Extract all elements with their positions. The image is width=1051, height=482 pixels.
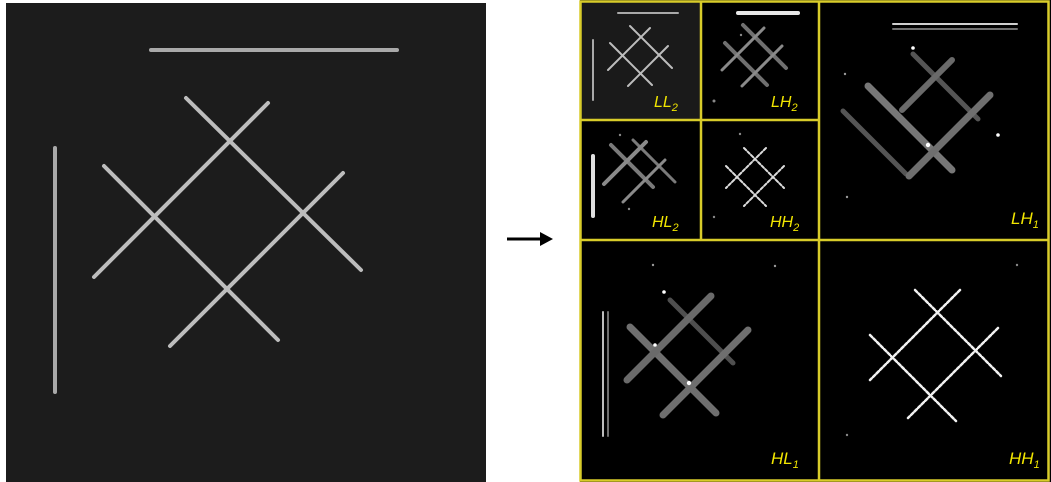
right-arrow-icon	[507, 232, 553, 246]
subband-hh2	[712, 132, 785, 219]
label-hh2-sub: 2	[792, 222, 799, 234]
label-lh1: LH1	[1011, 209, 1039, 231]
label-ll2: LL2	[654, 94, 678, 114]
label-hl1-sub: 1	[793, 459, 799, 471]
subband-grid	[579, 0, 1050, 482]
label-ll2-base: LL	[654, 94, 672, 111]
label-hh1: HH1	[1009, 449, 1040, 471]
original-image-background	[6, 3, 486, 482]
label-hl1: HL1	[771, 449, 799, 471]
subband-hl1	[602, 263, 777, 437]
label-hl2-base: HL	[652, 214, 672, 231]
subband-labels: LL2 LH2 HL2 HH2 LH1 HL1 HH1	[652, 94, 1040, 471]
original-diag-c	[92, 101, 270, 279]
label-hh2-base: HH	[770, 214, 794, 231]
original-image	[6, 3, 486, 482]
label-lh1-sub: 1	[1033, 219, 1039, 231]
subband-ll2	[581, 2, 701, 119]
decomposition-panel: LL2 LH2 HL2 HH2 LH1 HL1 HH1	[579, 0, 1051, 482]
subband-hl2	[591, 133, 677, 218]
original-image-lines	[53, 48, 399, 394]
label-hl1-base: HL	[771, 449, 793, 468]
label-lh2-sub: 2	[790, 102, 797, 114]
label-hh1-base: HH	[1009, 449, 1034, 468]
label-hh2: HH2	[770, 214, 799, 234]
original-diag-b	[102, 164, 280, 342]
subband-lh2	[712, 11, 800, 103]
label-lh2: LH2	[771, 94, 798, 114]
label-hl2-sub: 2	[671, 222, 678, 234]
label-hh1-sub: 1	[1034, 459, 1040, 471]
label-lh2-base: LH	[771, 94, 792, 111]
subband-lh1	[840, 23, 1018, 199]
label-lh1-base: LH	[1011, 209, 1033, 228]
label-ll2-sub: 2	[671, 102, 678, 114]
subband-hh1	[845, 263, 1019, 437]
original-diag-d	[168, 171, 345, 348]
label-hl2: HL2	[652, 214, 679, 234]
original-diag-a	[184, 96, 363, 272]
